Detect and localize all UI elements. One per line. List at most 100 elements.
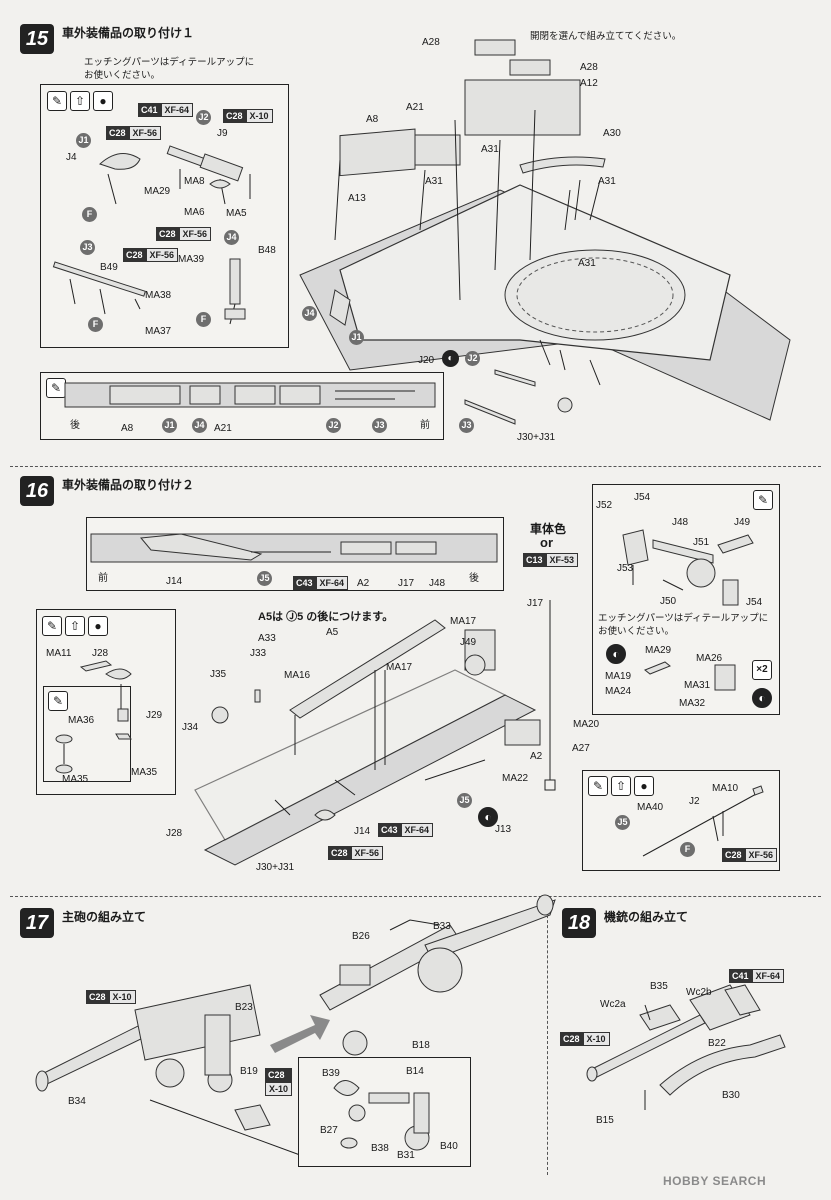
fill-f-badge-1: F <box>82 207 97 222</box>
step-16-tank-drawing <box>194 600 556 866</box>
step-15-detail-panel: ✎ ⇧ ● <box>40 84 289 348</box>
s17-b34-label: B34 <box>68 1096 86 1107</box>
strip16-j48-label: J48 <box>429 578 446 589</box>
s17-b27-label: B27 <box>320 1125 338 1136</box>
bottom-panel-drawing <box>642 785 764 857</box>
strip16-j5-badge: J5 <box>257 571 272 586</box>
step-18-mg-drawing <box>586 984 786 1110</box>
rp-etch-drawing <box>644 661 736 691</box>
part-a8-label: A8 <box>366 114 379 125</box>
s17-b18-label: B18 <box>412 1040 430 1051</box>
x2-badge: ×2 <box>752 660 772 680</box>
s17-b40-label: B40 <box>440 1141 458 1152</box>
water-drop-icon-2: ● <box>88 616 108 636</box>
part-j2-main-badge: J2 <box>465 351 480 366</box>
part-ma6-label: MA6 <box>184 207 205 218</box>
part-b49-label: B49 <box>100 262 118 273</box>
strip-j3-badge: J3 <box>372 418 387 433</box>
part-j1-main-badge: J1 <box>349 330 364 345</box>
s17-detail-drawing <box>333 1080 430 1151</box>
m16-ma17b-label: MA17 <box>386 662 413 673</box>
reverse-side-icon-2: ◐ <box>606 644 626 664</box>
m16-ma16-label: MA16 <box>284 670 311 681</box>
part-j4-main-badge: J4 <box>302 306 317 321</box>
cement-icon-2: ✎ <box>46 378 66 398</box>
rp-j52-label: J52 <box>596 500 613 511</box>
part-a31b-label: A31 <box>425 176 443 187</box>
part-j4-label: J4 <box>66 152 77 163</box>
part-a31a-label: A31 <box>481 144 499 155</box>
reverse-side-icon-3: ◐ <box>752 688 772 708</box>
reverse-side-icon: ◐ <box>442 350 459 367</box>
part-a31d-label: A31 <box>578 258 596 269</box>
part-j2-badge: J2 <box>196 110 211 125</box>
part-ma29-label: MA29 <box>144 186 171 197</box>
strip-front-label: 前 <box>420 420 430 431</box>
part-a28a-label: A28 <box>422 37 440 48</box>
cement-icon-4: ✎ <box>42 616 62 636</box>
rp-j51-label: J51 <box>693 537 710 548</box>
strip16-j17-label: J17 <box>398 578 415 589</box>
m16-j13-label: J13 <box>495 824 512 835</box>
step-15-note: エッチングパーツはディテールアップにお使いください。 <box>84 57 255 81</box>
s17-b14-label: B14 <box>406 1066 424 1077</box>
s17-b38-label: B38 <box>371 1143 389 1154</box>
lp-j29-label: J29 <box>146 710 163 721</box>
s17-b19-label: B19 <box>240 1066 258 1077</box>
part-j9-label: J9 <box>217 128 228 139</box>
s18-b22-label: B22 <box>708 1038 726 1049</box>
s18-b15-label: B15 <box>596 1115 614 1126</box>
rp-j54a-label: J54 <box>634 492 651 503</box>
hobby-search-watermark: HOBBY SEARCH <box>663 1174 767 1188</box>
cement-icon-6: ✎ <box>588 776 608 796</box>
lp-ma36-label: MA36 <box>68 715 95 726</box>
part-j3-main-badge: J3 <box>459 418 474 433</box>
part-j4b-badge: J4 <box>224 230 239 245</box>
step-15-number: 15 <box>20 24 54 54</box>
rp-ma19-label: MA19 <box>605 671 632 682</box>
left-panel-drawing <box>55 660 132 774</box>
step-18-title: 機銃の組み立て <box>604 910 689 924</box>
step-16-title: 車外装備品の取り付け２ <box>62 478 195 492</box>
body-color-label: 車体色 <box>530 522 567 536</box>
step-16-strip-drawing <box>90 533 498 563</box>
m16-ma22-label: MA22 <box>502 773 529 784</box>
s17-b26-label: B26 <box>352 931 370 942</box>
s17-b31-label: B31 <box>397 1150 415 1161</box>
m16-j5-badge: J5 <box>457 793 472 808</box>
part-a12-label: A12 <box>580 78 598 89</box>
lp-ma35a-label: MA35 <box>131 767 158 778</box>
cement-icon-5: ✎ <box>48 691 68 711</box>
paint-icon: ⇧ <box>70 91 90 111</box>
rp-ma32-label: MA32 <box>679 698 706 709</box>
fill-f-badge-3: F <box>196 312 211 327</box>
rp-ma26-label: MA26 <box>696 653 723 664</box>
s17-b39-label: B39 <box>322 1068 340 1079</box>
water-drop-icon: ● <box>93 91 113 111</box>
rp-ma31-label: MA31 <box>684 680 711 691</box>
part-ma8-label: MA8 <box>184 176 205 187</box>
s18-b35-label: B35 <box>650 981 668 992</box>
step-15-tank-drawing <box>299 39 791 425</box>
s18-wc2b-label: Wc2b <box>686 987 712 998</box>
step-17-number: 17 <box>20 908 54 938</box>
m16-ma20-label: MA20 <box>573 719 600 730</box>
m16-j14-label: J14 <box>354 826 371 837</box>
rp-j48-label: J48 <box>672 517 689 528</box>
strip-j1-badge: J1 <box>162 418 177 433</box>
cement-icon-3: ✎ <box>753 490 773 510</box>
step-16-right-panel: ✎ <box>592 484 780 715</box>
part-a28b-label: A28 <box>580 62 598 73</box>
bp-j2-label: J2 <box>689 796 700 807</box>
part-j30j31-label: J30+J31 <box>517 432 556 443</box>
m16-j33-label: J33 <box>250 648 267 659</box>
m16-a33-label: A33 <box>258 633 276 644</box>
m16-a2-label: A2 <box>530 751 543 762</box>
m16-a5-label: A5 <box>326 627 339 638</box>
step-17-title: 主砲の組み立て <box>62 910 147 924</box>
step-15-detail-drawing <box>52 145 251 325</box>
